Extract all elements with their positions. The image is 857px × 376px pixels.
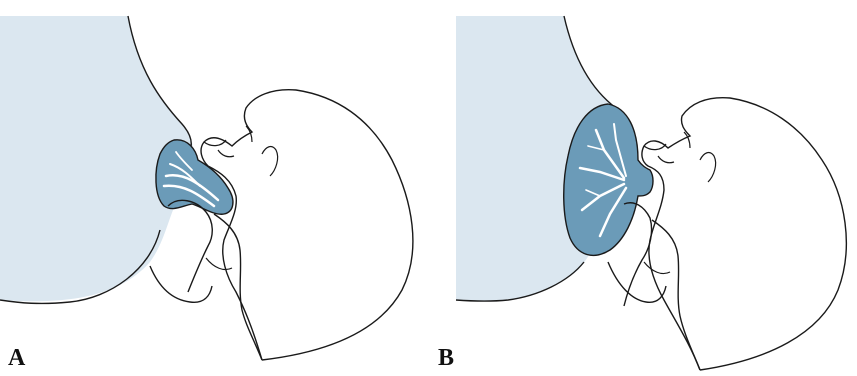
baby-jaw [168, 200, 212, 292]
panel-b: B [428, 0, 856, 376]
illustration-b [428, 0, 856, 376]
baby-head-outline [642, 98, 846, 370]
baby-neck [150, 266, 212, 302]
baby-head-outline [201, 90, 413, 360]
panel-label-b: B [438, 346, 454, 370]
panel-a: A [0, 0, 428, 376]
illustration-a [0, 0, 428, 376]
panel-label-a: A [8, 346, 25, 370]
